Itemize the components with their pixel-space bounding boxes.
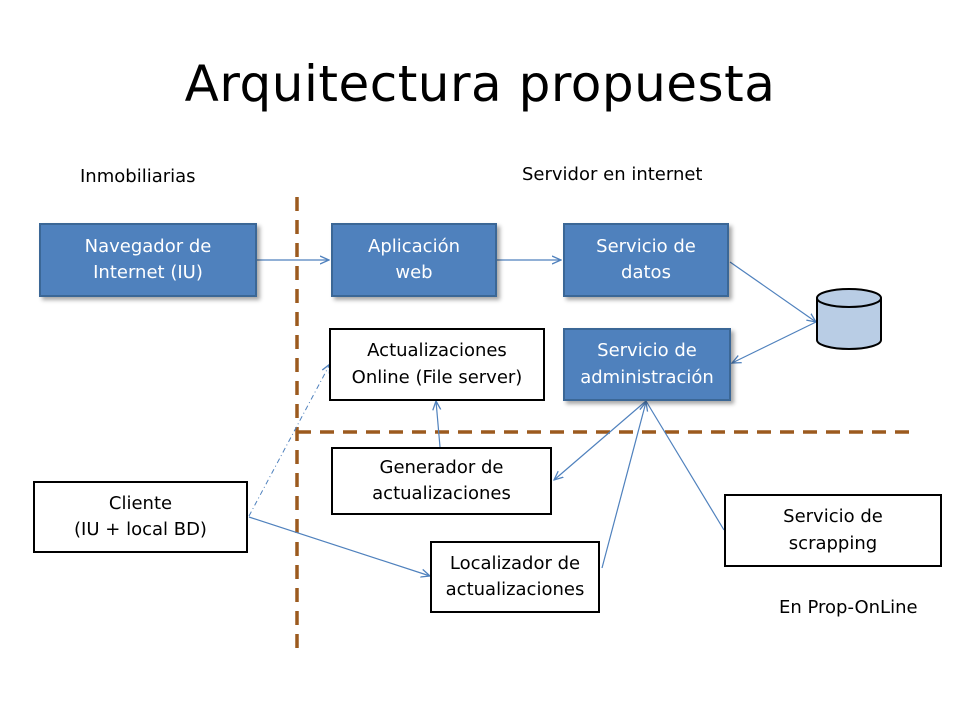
localizador-box[interactable]: Localizador de actualizaciones [430,541,600,613]
arrow-cliente-to-localizador [248,516,430,576]
actualizaciones-online-box[interactable]: Actualizaciones Online (File server) [329,328,545,401]
label-prop-online: En Prop-OnLine [779,597,918,618]
label-inmobiliarias: Inmobiliarias [80,166,196,187]
arrow-datos-to-database [729,261,816,322]
arrow-database-to-admin [732,321,817,363]
arrow-admin-to-generador [554,400,647,480]
database-icon [816,288,882,350]
arrow-localizador-to-admin [601,402,646,569]
servicio-scrapping-box[interactable]: Servicio de scrapping [724,494,942,567]
page-title: Arquitectura propuesta [184,55,776,113]
servicio-administracion-box[interactable]: Servicio de administración [563,328,731,401]
servicio-datos-box[interactable]: Servicio de datos [563,223,729,297]
label-servidor-internet: Servidor en internet [522,164,703,185]
cliente-box[interactable]: Cliente (IU + local BD) [33,481,248,553]
generador-box[interactable]: Generador de actualizaciones [331,447,552,515]
arrow-generador-to-actualizaciones [436,401,440,448]
navegador-box[interactable]: Navegador de Internet (IU) [39,223,257,297]
arrow-cliente-to-actualizaciones [248,364,330,517]
line-scrapping-to-admin [645,400,725,531]
aplicacion-web-box[interactable]: Aplicación web [331,223,497,297]
